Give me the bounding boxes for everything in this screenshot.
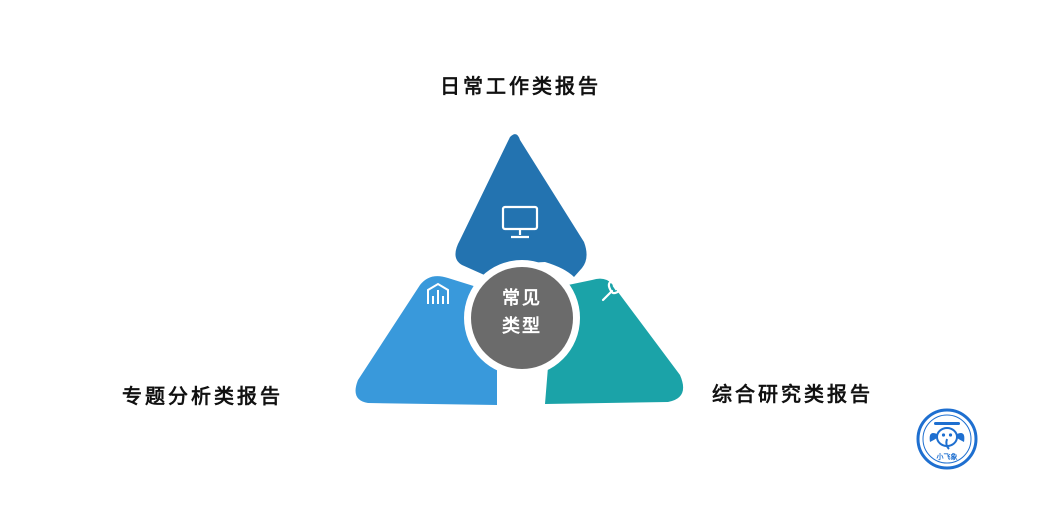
center-circle: [471, 267, 573, 369]
label-daily-work-report: 日常工作类报告: [440, 74, 601, 98]
center-label: 常见 类型: [472, 285, 572, 341]
mascot-badge-logo: 小飞象: [916, 408, 978, 470]
building-icon: [427, 282, 449, 304]
center-label-line1: 常见: [502, 288, 542, 309]
label-special-analysis-report: 专题分析类报告: [122, 384, 283, 408]
svg-text:小飞象: 小飞象: [936, 452, 958, 461]
wrench-icon: [601, 279, 621, 302]
monitor-icon: [501, 205, 539, 239]
segment-left: [355, 276, 497, 405]
segment-right: [545, 278, 684, 404]
label-comprehensive-research-report: 综合研究类报告: [712, 382, 873, 406]
center-label-line2: 类型: [502, 316, 542, 337]
